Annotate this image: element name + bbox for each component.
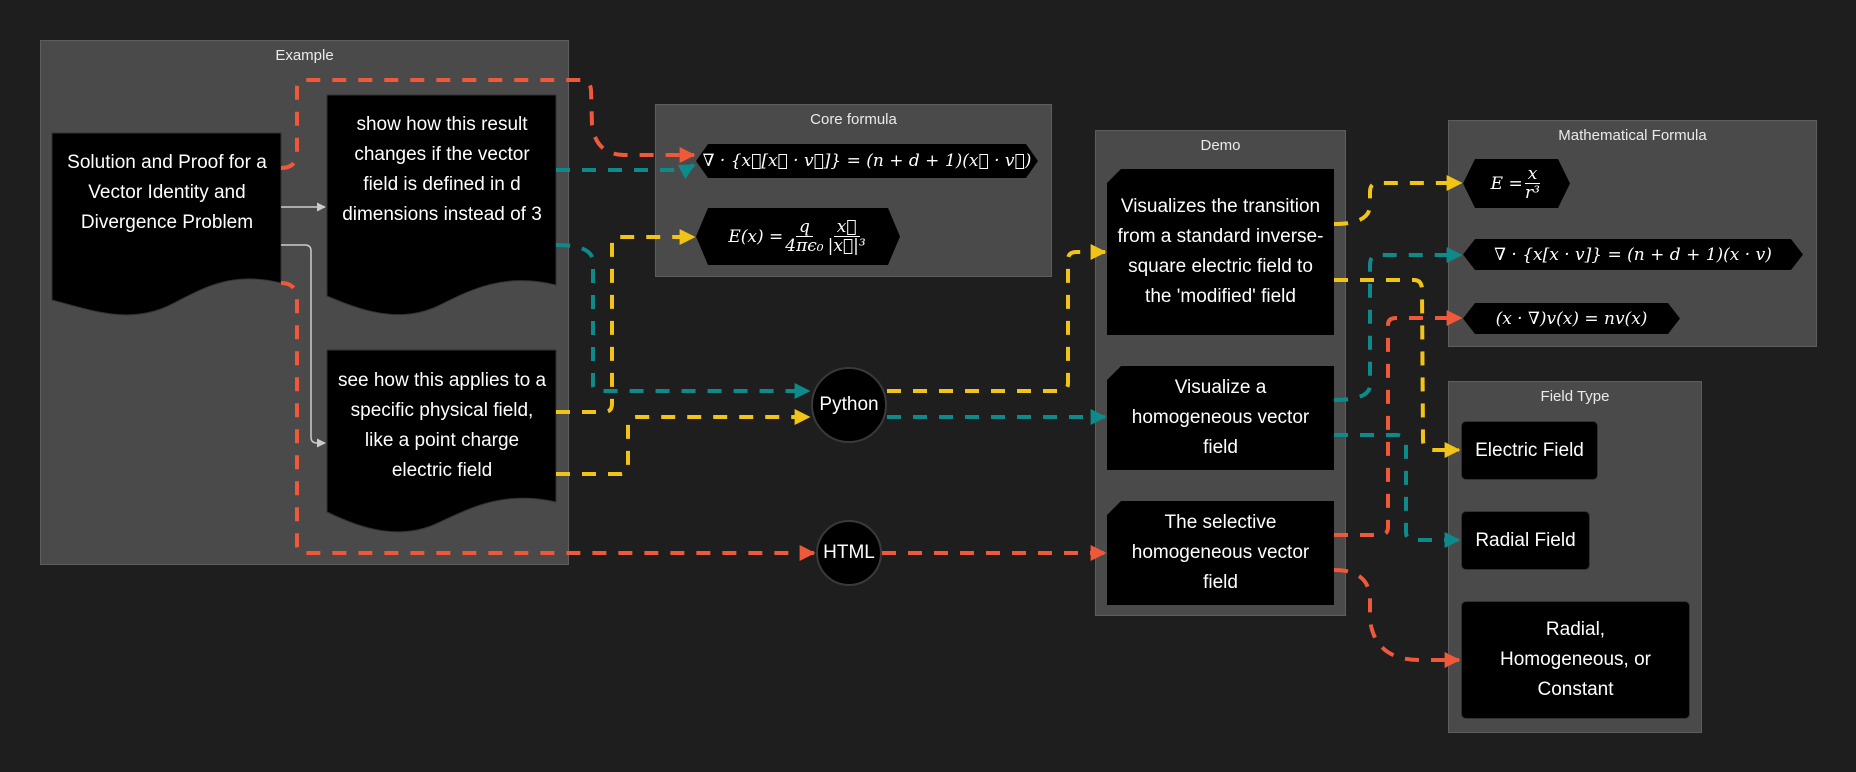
fraction-numerator: q xyxy=(796,218,813,237)
fraction-x-over-norm-cubed: x⃗ |x⃗|³ xyxy=(828,218,866,255)
field-type-radial[interactable]: Radial Field xyxy=(1461,511,1590,570)
group-title-field-type: Field Type xyxy=(1540,388,1610,405)
math-formula-3[interactable]: (x · ∇)v(x) = nv(x) xyxy=(1463,303,1680,334)
field-type-radial-label: Radial Field xyxy=(1475,529,1576,551)
demo-node-selective-label: The selective homogeneous vector field xyxy=(1131,512,1310,593)
field-type-electric-label: Electric Field xyxy=(1475,439,1584,461)
math-formula-1-lhs: E = xyxy=(1490,173,1523,194)
group-title-core-formula: Core formula xyxy=(810,111,897,128)
field-type-rhc[interactable]: Radial, Homogeneous, or Constant xyxy=(1461,601,1690,719)
core-formula-1[interactable]: ∇ · {x⃗[x⃗ · v⃗]} = (n + d + 1)(x⃗ · v⃗) xyxy=(696,144,1038,178)
core-formula-1-text: ∇ · {x⃗[x⃗ · v⃗]} = (n + d + 1)(x⃗ · v⃗) xyxy=(702,151,1032,171)
fraction-denominator: |x⃗|³ xyxy=(827,236,866,256)
fraction-numerator: x xyxy=(1525,165,1541,184)
math-formula-2-text: ∇ · {x[x · v]} = (n + d + 1)(x · v) xyxy=(1494,244,1772,265)
solution-node-label: Solution and Proof for a Vector Identity… xyxy=(67,152,267,233)
python-node[interactable]: Python xyxy=(811,367,887,443)
math-formula-3-text: (x · ∇)v(x) = nv(x) xyxy=(1495,308,1648,329)
fraction-denominator: 4πϵ₀ xyxy=(785,236,824,256)
demo-node-homogeneous-label: Visualize a homogeneous vector field xyxy=(1131,377,1310,458)
fraction-numerator: x⃗ xyxy=(834,218,860,237)
math-formula-2[interactable]: ∇ · {x[x · v]} = (n + d + 1)(x · v) xyxy=(1463,239,1803,270)
group-title-math-formula: Mathematical Formula xyxy=(1558,127,1707,144)
fraction-q-over-4pi-eps: q 4πϵ₀ xyxy=(785,218,823,255)
core-formula-2-lhs: E(x) = xyxy=(728,226,784,247)
solution-node[interactable] xyxy=(51,132,282,316)
python-node-label: Python xyxy=(819,394,879,415)
html-node-label: HTML xyxy=(823,542,875,563)
html-node[interactable]: HTML xyxy=(816,520,882,586)
group-title-example: Example xyxy=(275,47,334,64)
field-type-rhc-label: Radial, Homogeneous, or Constant xyxy=(1499,619,1652,700)
demo-node-transition[interactable]: Visualizes the transition from a standar… xyxy=(1107,169,1334,335)
demo-node-selective[interactable]: The selective homogeneous vector field xyxy=(1107,501,1334,605)
math-formula-1[interactable]: E = x r³ xyxy=(1463,159,1570,208)
group-title-demo: Demo xyxy=(1200,137,1241,154)
fraction-x-over-r-cubed: x r³ xyxy=(1525,165,1541,202)
field-type-electric[interactable]: Electric Field xyxy=(1461,421,1598,480)
fraction-denominator: r³ xyxy=(1525,183,1540,203)
core-formula-2[interactable]: E(x) = q 4πϵ₀ x⃗ |x⃗|³ xyxy=(696,208,900,265)
show-how-node-label: show how this result changes if the vect… xyxy=(342,114,542,225)
see-how-node-label: see how this applies to a specific physi… xyxy=(337,370,547,481)
demo-node-homogeneous[interactable]: Visualize a homogeneous vector field xyxy=(1107,366,1334,470)
demo-node-transition-label: Visualizes the transition from a standar… xyxy=(1117,196,1324,307)
